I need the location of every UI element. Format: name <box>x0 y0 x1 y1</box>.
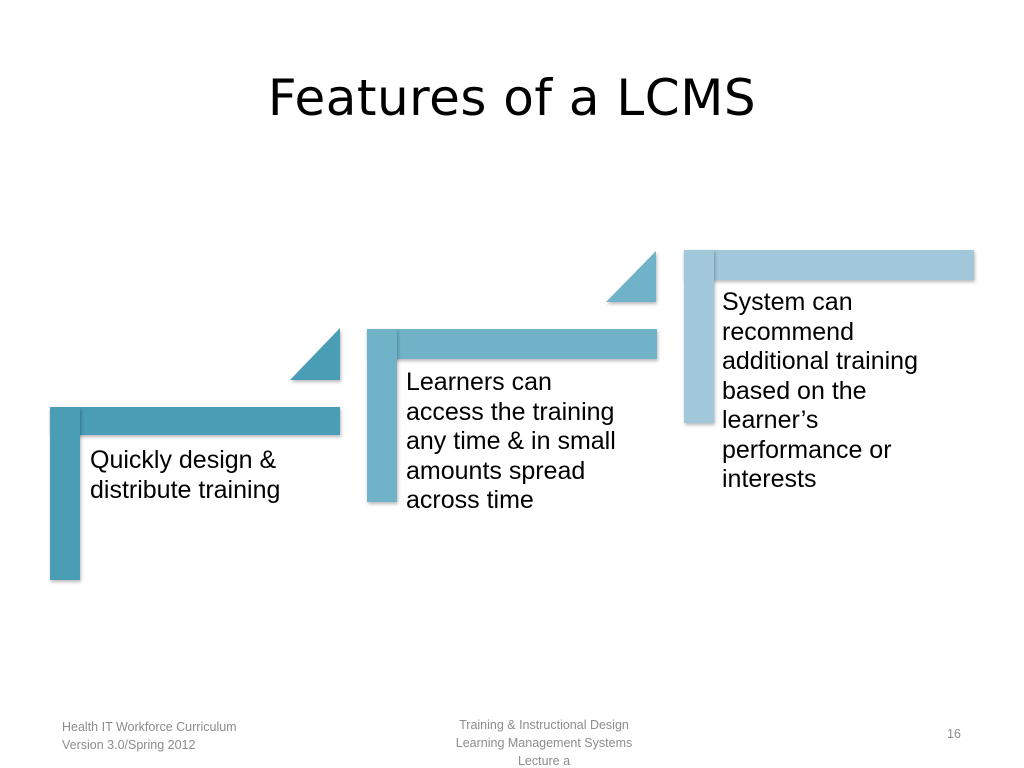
step-3-top-bar <box>684 250 974 280</box>
step-3-text-line: learner’s <box>722 406 819 434</box>
step-3-text-line: based on the <box>722 376 867 405</box>
footer-center-line: Training & Instructional Design <box>459 718 629 732</box>
step-2-side-bar <box>367 329 397 502</box>
step-1-corner-triangle <box>290 328 340 380</box>
footer-center-line: Learning Management Systems <box>455 736 633 750</box>
footer-center-line: Lecture a <box>517 754 571 768</box>
step-3-text-line: recommend <box>722 317 854 346</box>
slide-title: Features of a LCMS <box>267 69 757 127</box>
step-1 <box>50 328 340 580</box>
step-1-text-line: Quickly design & <box>90 446 277 474</box>
step-2 <box>367 251 657 502</box>
step-3-text-line: additional training <box>722 347 918 375</box>
step-1-side-bar <box>50 407 80 580</box>
step-1-text-line: distribute training <box>90 475 281 504</box>
step-3-side-bar <box>684 250 714 423</box>
footer-left-line: Health IT Workforce Curriculum <box>62 720 237 734</box>
step-3-text-line: performance or <box>722 435 892 464</box>
step-2-text-line: amounts spread <box>406 456 586 485</box>
step-3-text-line: System can <box>722 288 853 316</box>
page-number: 16 <box>947 727 961 741</box>
step-2-text-line: any time & in small <box>406 427 616 455</box>
step-2-text-line: across time <box>406 486 534 514</box>
step-3-text-line: interests <box>722 465 817 493</box>
footer-left-line: Version 3.0/Spring 2012 <box>62 738 196 752</box>
step-2-text-line: access the training <box>406 397 615 426</box>
step-3 <box>684 250 974 423</box>
step-2-corner-triangle <box>606 251 656 302</box>
step-2-text-line: Learners can <box>406 368 552 396</box>
step-1-text: Quickly design &distribute training <box>90 446 280 505</box>
step-2-top-bar <box>367 329 657 359</box>
step-1-top-bar <box>50 407 340 435</box>
